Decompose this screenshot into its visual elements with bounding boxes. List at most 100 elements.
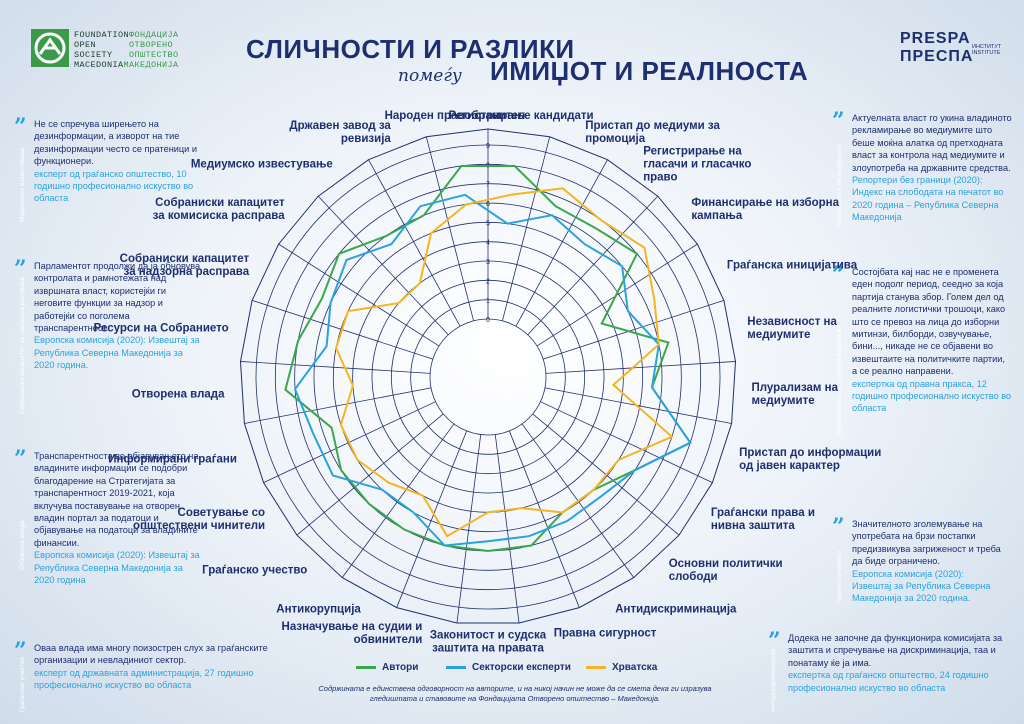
logo-line2-en: OPEN xyxy=(74,40,97,50)
quote-mark-icon: ” xyxy=(768,628,781,654)
grid-spoke xyxy=(368,159,461,327)
category-label: Антидискриминација xyxy=(615,603,737,615)
logo-line3-mk: ОПШТЕСТВО xyxy=(129,50,179,60)
grid-spoke xyxy=(515,159,608,327)
series-line-0 xyxy=(284,165,692,553)
title-middle: помеѓу xyxy=(398,66,462,86)
footer-disclaimer: Содржината е единствена одговорност на а… xyxy=(318,684,712,703)
legend-swatch xyxy=(586,665,606,669)
grid-spoke xyxy=(425,136,474,321)
logo-line4-mk: МАКЕДОНИЈА xyxy=(123,60,179,70)
prespa-sub: ИНСТИТУТ INSTITUTE xyxy=(972,44,1002,56)
category-label: Регистрирање кандидати xyxy=(449,110,594,122)
grid-ring xyxy=(313,202,663,552)
quote-source: експерт од граѓанско општество, 10 годиш… xyxy=(34,168,194,204)
quote-tab-left-1: Медиумско известување xyxy=(19,147,26,222)
tick-label: 7 xyxy=(486,182,490,189)
quote-tab-left-3: Отворена влада xyxy=(19,520,26,570)
tick-label: 9 xyxy=(486,143,490,150)
outer-polygon xyxy=(239,128,737,624)
quote-text: Парламентот продолжи да ја обновува конт… xyxy=(34,261,201,334)
grid-spoke xyxy=(536,243,698,347)
quote-source: експерт од државната администрација, 27 … xyxy=(34,667,254,691)
legend-swatch xyxy=(446,665,466,669)
logo-line4-en: MACEDONIA xyxy=(74,60,124,70)
grid-spoke xyxy=(544,387,732,424)
grid-spoke xyxy=(502,136,551,321)
grid-spoke xyxy=(540,401,713,483)
grid-spoke xyxy=(296,413,444,536)
logo-line1-en: FOUNDATION xyxy=(74,30,130,40)
quote-text: Транспарентноста во објавувањето на влад… xyxy=(34,451,199,548)
grid-ring xyxy=(410,299,566,455)
grid-ring xyxy=(332,221,644,533)
category-label: Граѓанско учество xyxy=(202,564,307,576)
grid-spoke xyxy=(244,387,432,424)
category-label: Антикорупција xyxy=(276,603,361,615)
quote-tab-right-3: Правна сигурност xyxy=(836,550,843,604)
quote-mark-icon: ” xyxy=(832,514,845,540)
quote-right-3: ” Значителното зголемување на употребата… xyxy=(832,516,1002,605)
logo-line3-en: SOCIETY xyxy=(74,50,113,60)
grid-spoke xyxy=(543,299,724,360)
grid-ring xyxy=(429,318,547,436)
grid-spoke xyxy=(527,195,659,335)
quote-right-2: ” Состојбата кај нас не е променета еден… xyxy=(832,264,1012,415)
legend-label: Автори xyxy=(382,662,419,673)
grid-spoke xyxy=(508,430,580,608)
category-label: Медиумско известување xyxy=(191,158,333,170)
grid-ring xyxy=(294,183,682,571)
series-line-1 xyxy=(293,193,692,547)
logo-line1-mk: ФОНДАЦИЈА xyxy=(129,30,179,40)
tick-label: 1 xyxy=(486,298,490,305)
quote-text: Не се спречува ширењето на дезинформации… xyxy=(34,119,197,167)
legend-item-croatia: Хрватска xyxy=(586,662,657,673)
quote-left-2: ” Парламентот продолжи да ја обновува ко… xyxy=(14,258,204,372)
quote-right-4: ” Додека не започне да функционира комис… xyxy=(768,630,1008,694)
quote-tab-right-4: Антидискриминација xyxy=(770,648,777,712)
tick-label: 6 xyxy=(486,201,490,208)
logo-text: FOUNDATIONФОНДАЦИЈА OPEN ОТВОРЕНО SOCIET… xyxy=(74,30,179,70)
prespa-logo: PRESPA ПРЕСПА ИНСТИТУТ INSTITUTE xyxy=(900,30,1002,70)
tick-label: 3 xyxy=(486,259,490,266)
legend-item-authors: Автори xyxy=(356,662,418,673)
grid-spoke xyxy=(278,243,440,347)
quote-mark-icon: ” xyxy=(14,256,27,282)
category-label: Отворена влада xyxy=(132,389,225,401)
title-line1: СЛИЧНОСТИ И РАЗЛИКИ xyxy=(246,34,575,64)
quote-text: Оваа влада има многу поизострен слух за … xyxy=(34,643,268,666)
quote-left-1: ” Не се спречува ширењето на дезинформац… xyxy=(14,116,204,205)
grid-spoke xyxy=(240,361,431,374)
category-label: Народен правобранител xyxy=(385,110,526,122)
grid-ring xyxy=(390,279,586,475)
grid-spoke xyxy=(494,434,520,624)
quote-text: Актуелната власт го укина владиното рекл… xyxy=(852,113,1012,173)
osf-logo-icon xyxy=(31,29,69,67)
grid-spoke xyxy=(317,195,449,335)
quote-tab-right-2: Финансирање на изборна кампања xyxy=(836,329,843,436)
quote-text: Значителното зголемување на употребата н… xyxy=(852,519,1001,567)
tick-label: 8 xyxy=(486,162,490,169)
legend-label: Секторски експерти xyxy=(472,662,571,673)
quote-tab-left-2: Собраниски капацитет за надзорна расправ… xyxy=(19,277,26,414)
grid-spoke xyxy=(263,401,436,483)
quote-source: Репортери без граници (2020): Индекс на … xyxy=(852,175,1004,223)
grid-spoke xyxy=(341,423,455,578)
quote-mark-icon: ” xyxy=(14,446,27,472)
quote-tab-right-1: Независност на медиумите xyxy=(836,143,843,226)
quote-mark-icon: ” xyxy=(14,114,27,140)
legend-label: Хрватска xyxy=(612,662,658,673)
grid-spoke xyxy=(532,413,680,536)
title-line2: ИМИЏОТ И РЕАЛНОСТА xyxy=(490,56,809,86)
quote-left-4: ” Оваа влада има многу поизострен слух з… xyxy=(14,640,284,692)
tick-label: 2 xyxy=(486,278,490,285)
grid-spoke xyxy=(521,423,635,578)
